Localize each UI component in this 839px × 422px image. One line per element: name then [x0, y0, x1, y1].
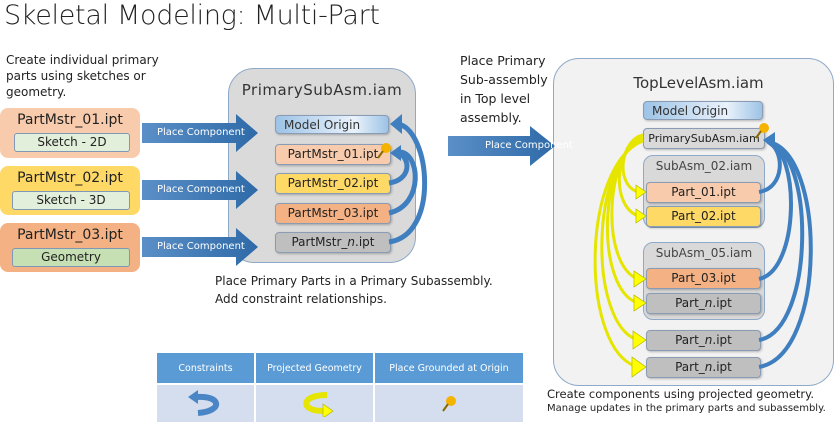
yellow-curved-arrow-icon — [302, 392, 334, 419]
part-card-partmstr-02: PartMstr_02.ipt Sketch - 3D — [0, 166, 140, 215]
partmstr-01-item: PartMstr_01.ipt — [275, 144, 391, 165]
intro-text: Create individual primary parts using sk… — [6, 52, 159, 100]
label: Part_ — [675, 333, 705, 347]
place-component-label: Place Component — [157, 184, 245, 195]
label: .ipt — [712, 333, 732, 347]
caption-line: Manage updates in the primary parts and … — [547, 403, 826, 414]
middle-text: Place Primary Sub-assembly in Top level … — [460, 51, 548, 127]
blue-curved-arrow-icon — [187, 390, 219, 416]
primary-subassembly-caption: Place Primary Parts in a Primary Subasse… — [215, 273, 493, 307]
partmstr-02-item: PartMstr_02.ipt — [275, 173, 391, 194]
partmstr-03-item: PartMstr_03.ipt — [275, 203, 391, 224]
label: .ipt — [712, 296, 732, 310]
part-02-item: Part_02.ipt — [646, 206, 761, 227]
legend-header-projected-geometry: Projected Geometry — [255, 353, 375, 384]
part-01-item: Part_01.ipt — [646, 182, 761, 203]
caption-line: Place Primary Parts in a Primary Subasse… — [215, 274, 493, 288]
part-card-partmstr-03: PartMstr_03.ipt Geometry — [0, 223, 140, 272]
label: PartMstr_ — [291, 235, 348, 249]
loose-part-n-item: Part_n.ipt — [646, 330, 761, 351]
part-name: PartMstr_03.ipt — [17, 227, 123, 243]
projected-geometry-arrows — [593, 133, 644, 369]
middle-line: Place Primary — [460, 53, 546, 68]
label: Part_ — [675, 296, 705, 310]
label: .ipt — [712, 360, 732, 374]
legend-cell — [157, 383, 256, 422]
label: .ipt — [355, 235, 375, 249]
legend-header-grounded: Place Grounded at Origin — [374, 353, 525, 384]
primary-subassembly-container: PrimarySubAsm.iam — [228, 68, 416, 263]
top-level-title: TopLevelAsm.iam — [633, 74, 764, 92]
model-origin-item: Model Origin — [275, 115, 389, 134]
intro-line: geometry. — [6, 85, 67, 99]
loose-part-n-item: Part_n.ipt — [646, 357, 761, 378]
place-component-arrow — [142, 114, 555, 266]
page-title: Skeletal Modeling: Multi-Part — [4, 0, 380, 31]
place-component-label: Place Component — [485, 140, 573, 151]
pushpin-icon — [377, 143, 391, 159]
place-component-label: Place Component — [157, 241, 245, 252]
top-constraint-arrowhead — [763, 132, 775, 150]
label: Part_ — [675, 360, 705, 374]
top-constraint-arrows — [758, 140, 813, 369]
pushpin-icon — [442, 396, 456, 412]
part-name: PartMstr_01.ipt — [17, 112, 123, 128]
top-level-caption: Create components using projected geomet… — [547, 386, 826, 416]
part-n-item: Part_n.ipt — [646, 293, 761, 314]
part-method: Sketch - 3D — [12, 191, 130, 210]
legend-cell — [374, 383, 525, 422]
part-name: PartMstr_02.ipt — [17, 170, 123, 186]
top-primary-subassembly-item: PrimarySubAsm.iam — [643, 128, 765, 149]
label: n — [704, 333, 713, 347]
label: n — [704, 296, 713, 310]
place-component-label: Place Component — [157, 127, 245, 138]
pushpin-icon — [755, 123, 769, 139]
label: n — [704, 360, 713, 374]
subassembly-02-title: SubAsm_02.iam — [655, 159, 753, 173]
projected-geometry-arrowheads — [631, 184, 647, 378]
legend-cell — [255, 383, 375, 422]
part-method: Geometry — [12, 248, 130, 267]
middle-line: assembly. — [460, 110, 522, 125]
constraint-arrowheads — [390, 114, 402, 161]
subassembly-05-title: SubAsm_05.iam — [655, 246, 753, 260]
top-model-origin-item: Model Origin — [643, 101, 763, 120]
partmstr-n-item: PartMstr_n.ipt — [275, 232, 391, 253]
legend-table: Constraints Projected Geometry Place Gro… — [157, 353, 525, 422]
part-03-item: Part_03.ipt — [646, 268, 761, 289]
intro-line: parts using sketches or — [6, 69, 146, 83]
legend-header-constraints: Constraints — [157, 353, 256, 384]
constraint-arrows — [388, 121, 428, 245]
label: n — [347, 235, 356, 249]
caption-line: Create components using projected geomet… — [547, 387, 814, 401]
part-method: Sketch - 2D — [14, 133, 130, 152]
middle-line: in Top level — [460, 91, 531, 106]
intro-line: Create individual primary — [6, 53, 159, 67]
part-card-partmstr-01: PartMstr_01.ipt Sketch - 2D — [0, 108, 140, 158]
middle-line: Sub-assembly — [460, 72, 548, 87]
caption-line: Add constraint relationships. — [215, 292, 387, 306]
primary-subassembly-title: PrimarySubAsm.iam — [241, 81, 403, 99]
